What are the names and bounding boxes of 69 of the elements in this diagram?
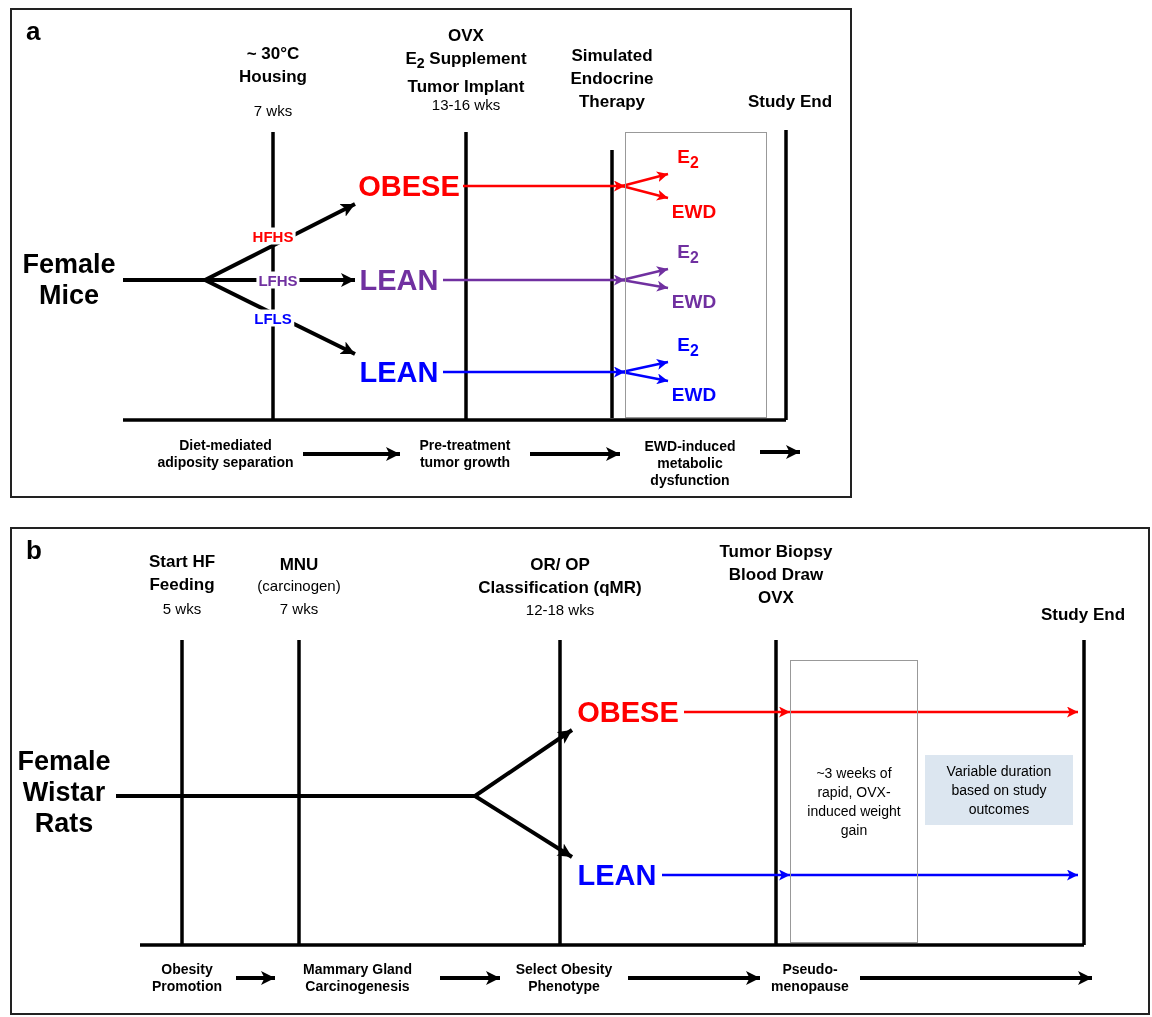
timepoint-label: Simulated Endocrine Therapy xyxy=(569,45,655,113)
arrow xyxy=(530,447,620,461)
arrow xyxy=(684,706,790,718)
arrow xyxy=(123,278,356,356)
note-box xyxy=(925,755,1073,825)
panel-frame xyxy=(10,527,1150,1015)
note-text: ~3 weeks of rapid, OVX- induced weight gain xyxy=(806,763,902,840)
phase-window-box xyxy=(625,132,767,418)
arrow xyxy=(116,794,574,859)
duration-label: 12-18 wks xyxy=(524,601,596,619)
phase-label: Mammary Gland Carcinogenesis xyxy=(302,961,413,995)
arrow xyxy=(621,184,669,201)
note-text: Variable duration based on study outcomes xyxy=(945,761,1053,819)
treatment-arm-label: EWD xyxy=(671,384,717,406)
arrow xyxy=(440,971,500,985)
arrow xyxy=(760,445,800,459)
treatment-arm-label: EWD xyxy=(671,201,717,223)
subject-label: Female Mice xyxy=(21,249,117,311)
arrow xyxy=(790,869,1078,881)
timepoint-label: OVX E$_{2}$ Supplement Tumor Implant xyxy=(404,25,528,99)
group-label: OBESE xyxy=(358,169,460,203)
group-label: OBESE xyxy=(577,695,679,729)
phase-label: Select Obesity Phenotype xyxy=(514,961,614,995)
group-label: LEAN xyxy=(577,858,657,892)
phase-label: EWD-induced metabolic dysfunction xyxy=(643,437,737,489)
timepoint-label: Study End xyxy=(746,91,834,113)
duration-label: 7 wks xyxy=(278,600,320,618)
panel-letter: a xyxy=(26,16,41,47)
edge-label: LFLS xyxy=(252,309,294,327)
arrow xyxy=(621,266,669,282)
arrow xyxy=(621,358,669,374)
timepoint-label: Study End xyxy=(1039,604,1127,626)
duration-label: 7 wks xyxy=(252,102,294,120)
edge-label: HFHS xyxy=(250,227,296,245)
panel-frame xyxy=(10,8,852,498)
treatment-arm-label: E$_{2}$ xyxy=(677,241,699,268)
arrow xyxy=(621,171,669,188)
group-label: LEAN xyxy=(359,263,439,297)
arrow xyxy=(236,971,275,985)
arrow xyxy=(662,869,790,881)
phase-label: Diet-mediated adiposity separation xyxy=(156,437,295,471)
phase-label: Pseudo- menopause xyxy=(770,961,850,995)
subject-label: Female Wistar Rats xyxy=(16,745,112,839)
panel-letter: b xyxy=(26,535,42,566)
arrow xyxy=(860,971,1092,985)
timepoint-label: MNU xyxy=(278,554,320,576)
arrow xyxy=(443,366,625,378)
timepoint-label: OR/ OP Classification (qMR) xyxy=(477,554,643,599)
phase-window-box xyxy=(790,660,918,943)
edge-label: LFHS xyxy=(256,271,300,289)
phase-label: Obesity Promotion xyxy=(151,961,223,995)
duration-label: 5 wks xyxy=(161,600,203,618)
timepoint-label: Tumor Biopsy Blood Draw OVX xyxy=(718,541,834,609)
arrow xyxy=(621,370,669,385)
treatment-arm-label: E$_{2}$ xyxy=(677,334,699,361)
duration-label: (carcinogen) xyxy=(256,577,342,595)
duration-label: 13-16 wks xyxy=(430,96,502,114)
arrow xyxy=(790,706,1078,718)
group-label: LEAN xyxy=(359,355,439,389)
arrow xyxy=(621,278,669,292)
arrow xyxy=(443,274,625,286)
arrow xyxy=(463,180,625,192)
timepoint-label: Start HF Feeding xyxy=(147,551,217,596)
treatment-arm-label: EWD xyxy=(671,291,717,313)
treatment-arm-label: E$_{2}$ xyxy=(677,146,699,173)
timepoint-label: ~ 30°C Housing xyxy=(238,43,308,88)
arrow xyxy=(628,971,760,985)
arrow xyxy=(303,447,400,461)
phase-label: Pre-treatment tumor growth xyxy=(418,437,512,471)
